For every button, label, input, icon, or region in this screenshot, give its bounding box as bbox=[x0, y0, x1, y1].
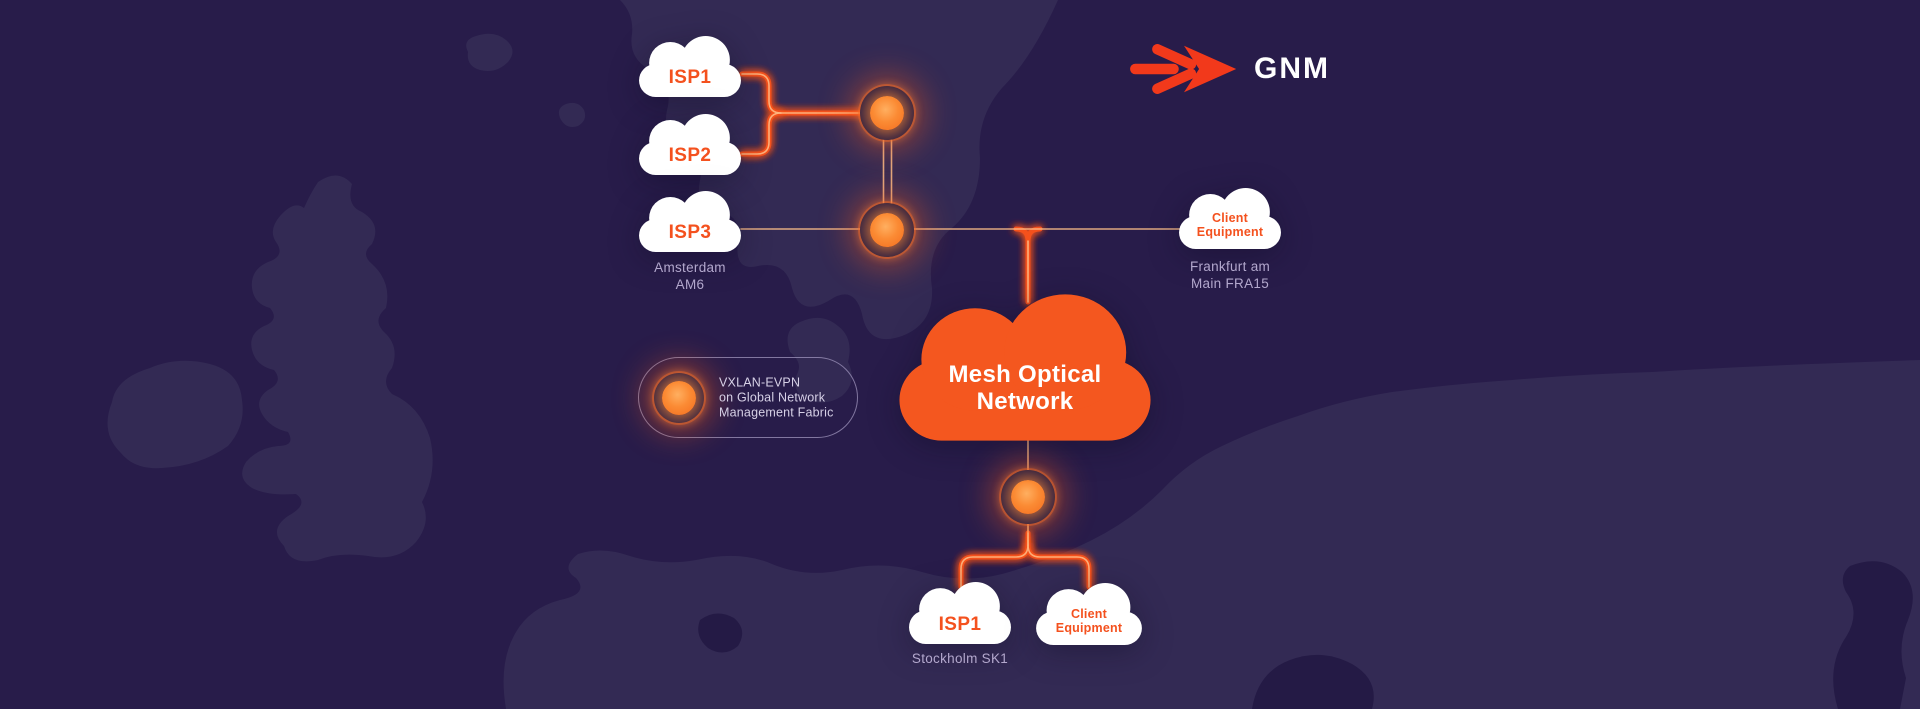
cloud-client-equipment-stockholm: Client Equipment bbox=[1034, 583, 1144, 646]
location-label-amsterdam: Amsterdam AM6 bbox=[654, 260, 726, 292]
legend-vxlan-evpn: VXLAN-EVPN on Global Network Management … bbox=[638, 357, 858, 438]
fabric-node-icon-bottom bbox=[1001, 470, 1055, 524]
wire-split-right bbox=[1025, 542, 1092, 590]
cloud-label-client-frankfurt: Client Equipment bbox=[1196, 211, 1264, 239]
cloud-mesh-optical-network: Mesh Optical Network bbox=[897, 294, 1153, 443]
cloud-isp1-bottom: ISP1 bbox=[907, 582, 1013, 645]
legend-text: VXLAN-EVPN on Global Network Management … bbox=[719, 375, 834, 419]
cloud-label-isp1-top: ISP1 bbox=[668, 67, 712, 88]
cloud-client-equipment-frankfurt: Client Equipment bbox=[1177, 188, 1283, 250]
location-label-stockholm: Stockholm SK1 bbox=[911, 651, 1009, 666]
fabric-node-icon bbox=[654, 373, 704, 423]
cloud-isp1-top: ISP1 bbox=[637, 36, 743, 98]
cloud-label-isp3: ISP3 bbox=[668, 222, 712, 243]
wire-split-left bbox=[958, 530, 1031, 590]
cloud-label-mesh: Mesh Optical Network bbox=[948, 361, 1102, 415]
cloud-label-client-stockholm: Client Equipment bbox=[1055, 607, 1123, 635]
brand-name: GNM bbox=[1254, 52, 1330, 85]
cloud-isp2: ISP2 bbox=[637, 114, 743, 176]
wire-isp2-merge bbox=[739, 110, 784, 157]
cloud-label-isp2: ISP2 bbox=[668, 145, 712, 166]
gnm-logo: GNM bbox=[1126, 40, 1330, 98]
fabric-node-icon-top bbox=[860, 86, 914, 140]
cloud-isp3: ISP3 bbox=[637, 191, 743, 253]
cloud-label-isp1-bottom: ISP1 bbox=[938, 614, 982, 635]
fabric-node-icon-middle bbox=[860, 203, 914, 257]
converging-arrows-icon bbox=[1130, 44, 1237, 94]
location-label-frankfurt: Frankfurt am Main FRA15 bbox=[1189, 259, 1271, 291]
